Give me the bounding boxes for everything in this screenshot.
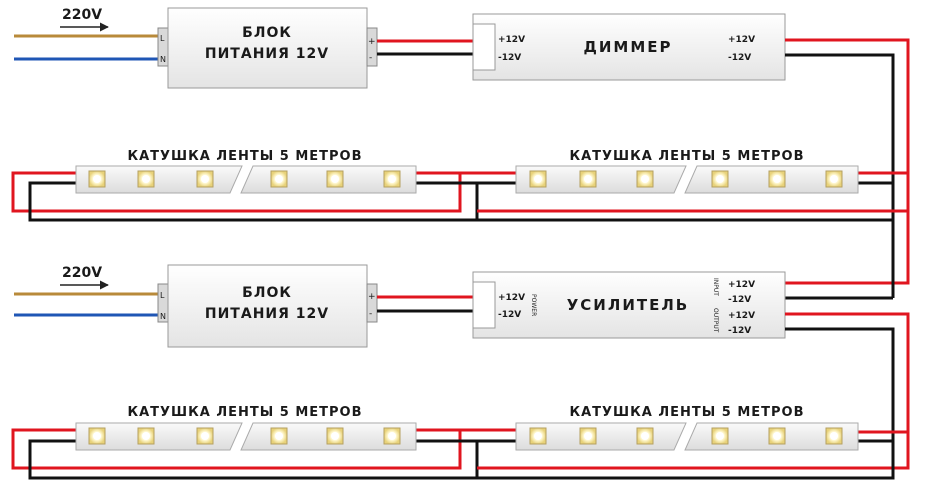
led-chip-icon [196,427,214,445]
wire-dimmer-out-negative [785,53,895,183]
amp-in-minus: -12V [728,295,751,305]
terminal-minus-label: - [369,53,372,63]
led-chip-icon [137,427,155,445]
led-chip-icon [768,170,786,188]
led-chip-icon [579,170,597,188]
led-row-bottom [88,427,843,445]
dimmer: +12V -12V ДИММЕР +12V -12V [472,13,786,81]
amp-power-label: POWER [530,294,537,316]
dimmer-title: ДИММЕР [583,38,672,56]
amplifier: +12V -12V POWER УСИЛИТЕЛЬ INPUT OUTPUT +… [472,271,786,339]
led-chip-icon [383,427,401,445]
led-chip-icon [825,427,843,445]
led-chip-icon [383,170,401,188]
amp-power-plus: +12V [498,293,525,303]
led-chip-icon [326,170,344,188]
wire-amp-out-negative [785,327,895,441]
amp-out-minus: -12V [728,326,751,336]
led-chip-icon [579,427,597,445]
terminal-plus-label: + [368,292,376,302]
led-row-top [88,170,843,188]
wire-dimmer-out-positive [785,38,910,285]
terminal-neutral-label: N [160,55,166,64]
led-chip-icon [636,427,654,445]
terminal-minus-label: - [369,309,372,319]
led-chip-icon [529,427,547,445]
mains-input-top: 220V [14,7,160,61]
led-chip-icon [196,170,214,188]
led-chip-icon [768,427,786,445]
led-chip-icon [137,170,155,188]
dimmer-out-minus: -12V [728,53,751,63]
mains-voltage-label: 220V [62,265,102,281]
led-chip-icon [326,427,344,445]
power-supply-line1: БЛОК [242,285,292,301]
mains-voltage-label: 220V [62,7,102,23]
amp-power-minus: -12V [498,310,521,320]
dimmer-out-plus: +12V [728,35,755,45]
led-chip-icon [825,170,843,188]
terminal-live-label: L [160,34,165,43]
terminal-live-label: L [160,291,165,300]
amp-input-label: INPUT [712,278,719,296]
power-supply-top: L N БЛОК ПИТАНИЯ 12V + - [157,7,378,89]
strip-label: КАТУШКА ЛЕНТЫ 5 МЕТРОВ [127,149,362,164]
terminal-neutral-label: N [160,312,166,321]
led-chip-icon [711,427,729,445]
mains-input-bottom: 220V [14,265,160,317]
amp-output-label: OUTPUT [712,308,719,333]
amp-in-plus: +12V [728,280,755,290]
led-chip-icon [88,427,106,445]
led-chip-icon [636,170,654,188]
led-chip-icon [270,427,288,445]
amp-out-plus: +12V [728,311,755,321]
power-supply-line2: ПИТАНИЯ 12V [205,46,329,62]
terminal-plus-label: + [368,37,376,47]
led-chip-icon [529,170,547,188]
led-chip-icon [88,170,106,188]
dimmer-in-plus: +12V [498,35,525,45]
power-supply-line1: БЛОК [242,25,292,41]
led-chip-icon [711,170,729,188]
strip-label: КАТУШКА ЛЕНТЫ 5 МЕТРОВ [569,405,804,420]
power-supply-line2: ПИТАНИЯ 12V [205,306,329,322]
strip-label: КАТУШКА ЛЕНТЫ 5 МЕТРОВ [569,149,804,164]
wire-amp-out-positive [785,312,910,432]
dimmer-in-minus: -12V [498,53,521,63]
led-chip-icon [270,170,288,188]
amp-title: УСИЛИТЕЛЬ [567,296,690,314]
strip-label: КАТУШКА ЛЕНТЫ 5 МЕТРОВ [127,405,362,420]
power-supply-bottom: L N БЛОК ПИТАНИЯ 12V + - [157,264,378,348]
